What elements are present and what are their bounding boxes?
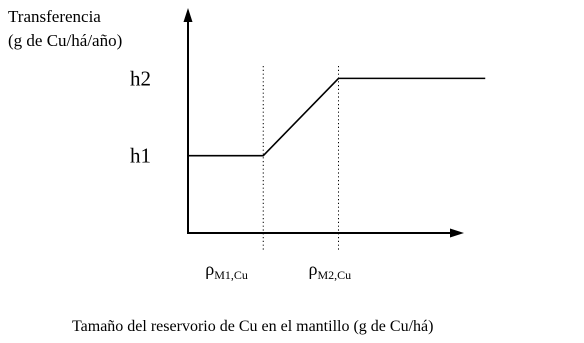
y-tick-label: h1 — [130, 144, 151, 168]
y-tick-labels: h2 h1 — [130, 66, 151, 167]
x-axis-arrowhead — [450, 228, 464, 238]
x-tick-label: ρM1,Cu — [205, 259, 248, 282]
series-line — [188, 77, 486, 157]
y-axis-title-line-2: (g de Cu/há/año) — [8, 31, 122, 50]
axes — [183, 8, 464, 238]
y-axis-title: Transferencia (g de Cu/há/año) — [8, 7, 122, 50]
y-axis-title-line-1: Transferencia — [8, 7, 101, 26]
x-axis-title: Tamaño del reservorio de Cu en el mantil… — [72, 318, 433, 335]
y-tick-label: h2 — [130, 66, 151, 90]
x-tick-labels: ρM1,Cu ρM2,Cu — [205, 259, 351, 282]
y-axis-arrowhead — [183, 8, 193, 22]
x-tick-label: ρM2,Cu — [309, 259, 352, 282]
reference-lines — [262, 66, 339, 252]
series-layer — [188, 77, 486, 157]
